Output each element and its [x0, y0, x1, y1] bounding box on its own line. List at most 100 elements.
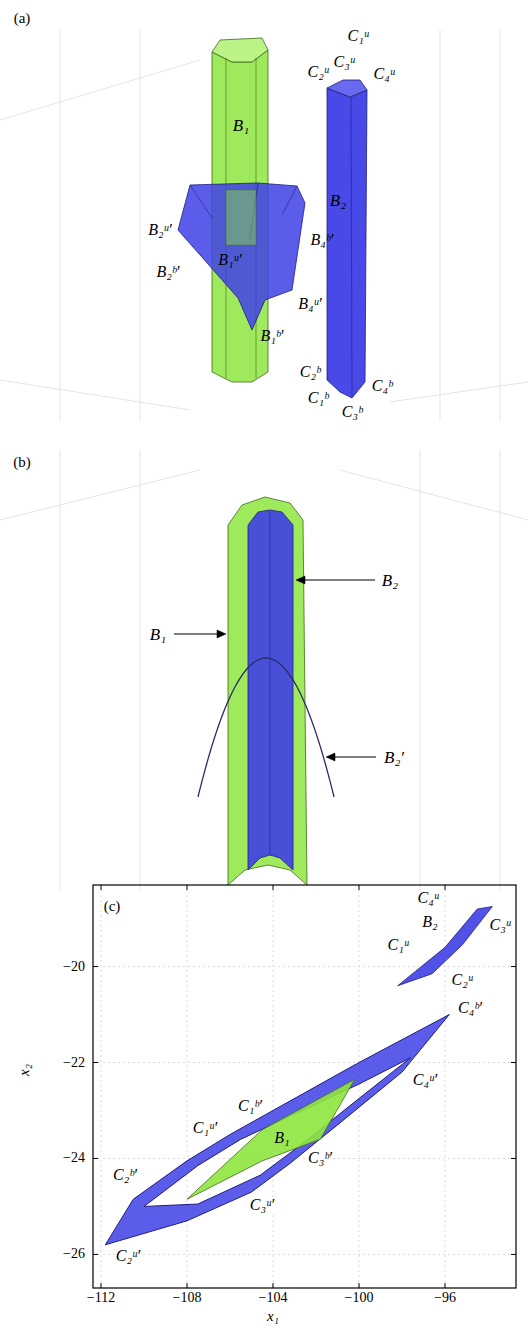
vertex-label: C₁ᵘ [387, 937, 410, 953]
blue-region [398, 907, 493, 986]
grid-line [93, 1062, 516, 1063]
shape-edge [282, 186, 297, 215]
panel-letter: (c) [103, 899, 122, 914]
tick-mark [511, 1158, 516, 1159]
grid-line [420, 450, 421, 890]
vertex-label: C₄ᵘ [417, 890, 440, 906]
green-region [187, 1079, 355, 1199]
tick-mark [511, 1062, 516, 1063]
blue-ring-region [105, 1015, 449, 1245]
tick-label: −104 [258, 1291, 289, 1305]
tick-mark [187, 1283, 188, 1288]
plot-frame [93, 885, 516, 1288]
grid-line [140, 450, 141, 890]
tick-label: −108 [172, 1291, 203, 1305]
vertex-label: C₂ᵇ [299, 364, 322, 380]
region-label: B₁ [232, 117, 250, 134]
shape-edge [190, 185, 212, 218]
vertex-label: C₂ᵇ′ [112, 1167, 138, 1183]
axis-label: x₁ [266, 1309, 280, 1324]
tick-mark [511, 966, 516, 967]
tick-mark [101, 885, 102, 890]
grid-line [359, 885, 360, 1288]
vertex-label: C₃ᵇ [341, 404, 364, 420]
vertex-label: C₄ᵘ [373, 66, 396, 82]
tick-mark [101, 1283, 102, 1288]
tick-mark [273, 885, 274, 890]
vertex-label: C₄ᵇ [371, 378, 394, 394]
region-label: B₂′ [383, 749, 405, 766]
grid-line [93, 1158, 516, 1159]
tick-mark [445, 1283, 446, 1288]
grid-line [0, 380, 190, 410]
arrow-head [326, 753, 335, 761]
vertex-label: C₁ᵘ′ [192, 1120, 218, 1136]
vertex-label: C₄ᵘ′ [412, 1072, 438, 1088]
grid-line [93, 1254, 516, 1255]
vertex-label: B₁ᵇ′ [259, 328, 284, 344]
prism-edge [270, 512, 271, 855]
axis-label: x₂ [17, 1063, 32, 1077]
leader-arrow [304, 579, 375, 580]
vertex-label: C₁ᵇ′ [237, 1098, 263, 1114]
grid-line [101, 885, 102, 1288]
vertex-label: C₂ᵘ [307, 64, 330, 80]
vertex-label: B₄ᵘ′ [297, 296, 323, 312]
vertex-label: B₂ᵘ′ [147, 222, 173, 238]
vertex-label: C₃ᵘ [333, 54, 356, 70]
tick-mark [93, 1158, 98, 1159]
grid-line [140, 30, 141, 420]
blue-bent-shape [178, 183, 305, 330]
tick-mark [511, 1254, 516, 1255]
panel-letter: (b) [12, 455, 32, 470]
grid-line [0, 470, 200, 520]
grid-line [187, 885, 188, 1288]
vertex-label: B₂ᵇ′ [155, 264, 180, 280]
arrow-head [217, 630, 226, 638]
panel-letter: (a) [13, 11, 32, 26]
vertex-label: C₃ᵘ [489, 917, 512, 933]
grid-line [445, 885, 446, 1288]
vertex-label: C₁ᵇ [307, 390, 330, 406]
leader-arrow [334, 756, 376, 757]
grid-line [0, 60, 200, 120]
grid-line [60, 30, 61, 420]
vertex-label: B₄ᵇ′ [309, 232, 334, 248]
tick-label: −112 [86, 1291, 116, 1305]
vertex-label: C₁ᵘ [347, 28, 370, 44]
tick-mark [187, 885, 188, 890]
tick-mark [93, 1062, 98, 1063]
tick-mark [273, 1283, 274, 1288]
grid-line [273, 885, 274, 1288]
tick-label: −24 [62, 1151, 86, 1165]
tick-label: −22 [62, 1056, 86, 1070]
prism-edge [351, 97, 352, 396]
tick-label: −96 [433, 1291, 457, 1305]
tick-label: −20 [62, 960, 86, 974]
blue-prism [248, 510, 293, 870]
region-label: B₂ [381, 572, 399, 589]
region-label: B₁ [149, 626, 167, 643]
region-label: B₂ [421, 914, 438, 930]
leader-arrow [174, 633, 218, 634]
region-label: B₁ [273, 1130, 290, 1146]
tick-mark [445, 885, 446, 890]
grid-line [440, 30, 441, 420]
green-prism [228, 497, 307, 885]
grid-line [340, 470, 528, 520]
grid-line [500, 450, 501, 890]
vertex-label: C₂ᵘ′ [115, 1248, 141, 1264]
tick-mark [93, 1254, 98, 1255]
arrow-head [296, 576, 305, 584]
green-overlap [226, 190, 256, 245]
tick-label: −26 [62, 1247, 86, 1261]
grid-line [500, 30, 501, 420]
vertex-label: B₁ᵘ′ [217, 252, 243, 268]
vertex-label: C₂ᵘ [451, 972, 474, 988]
tick-mark [359, 885, 360, 890]
grid-line [390, 382, 528, 402]
vertex-label: C₃ᵘ′ [249, 1197, 275, 1213]
parabola-curve [198, 658, 334, 797]
